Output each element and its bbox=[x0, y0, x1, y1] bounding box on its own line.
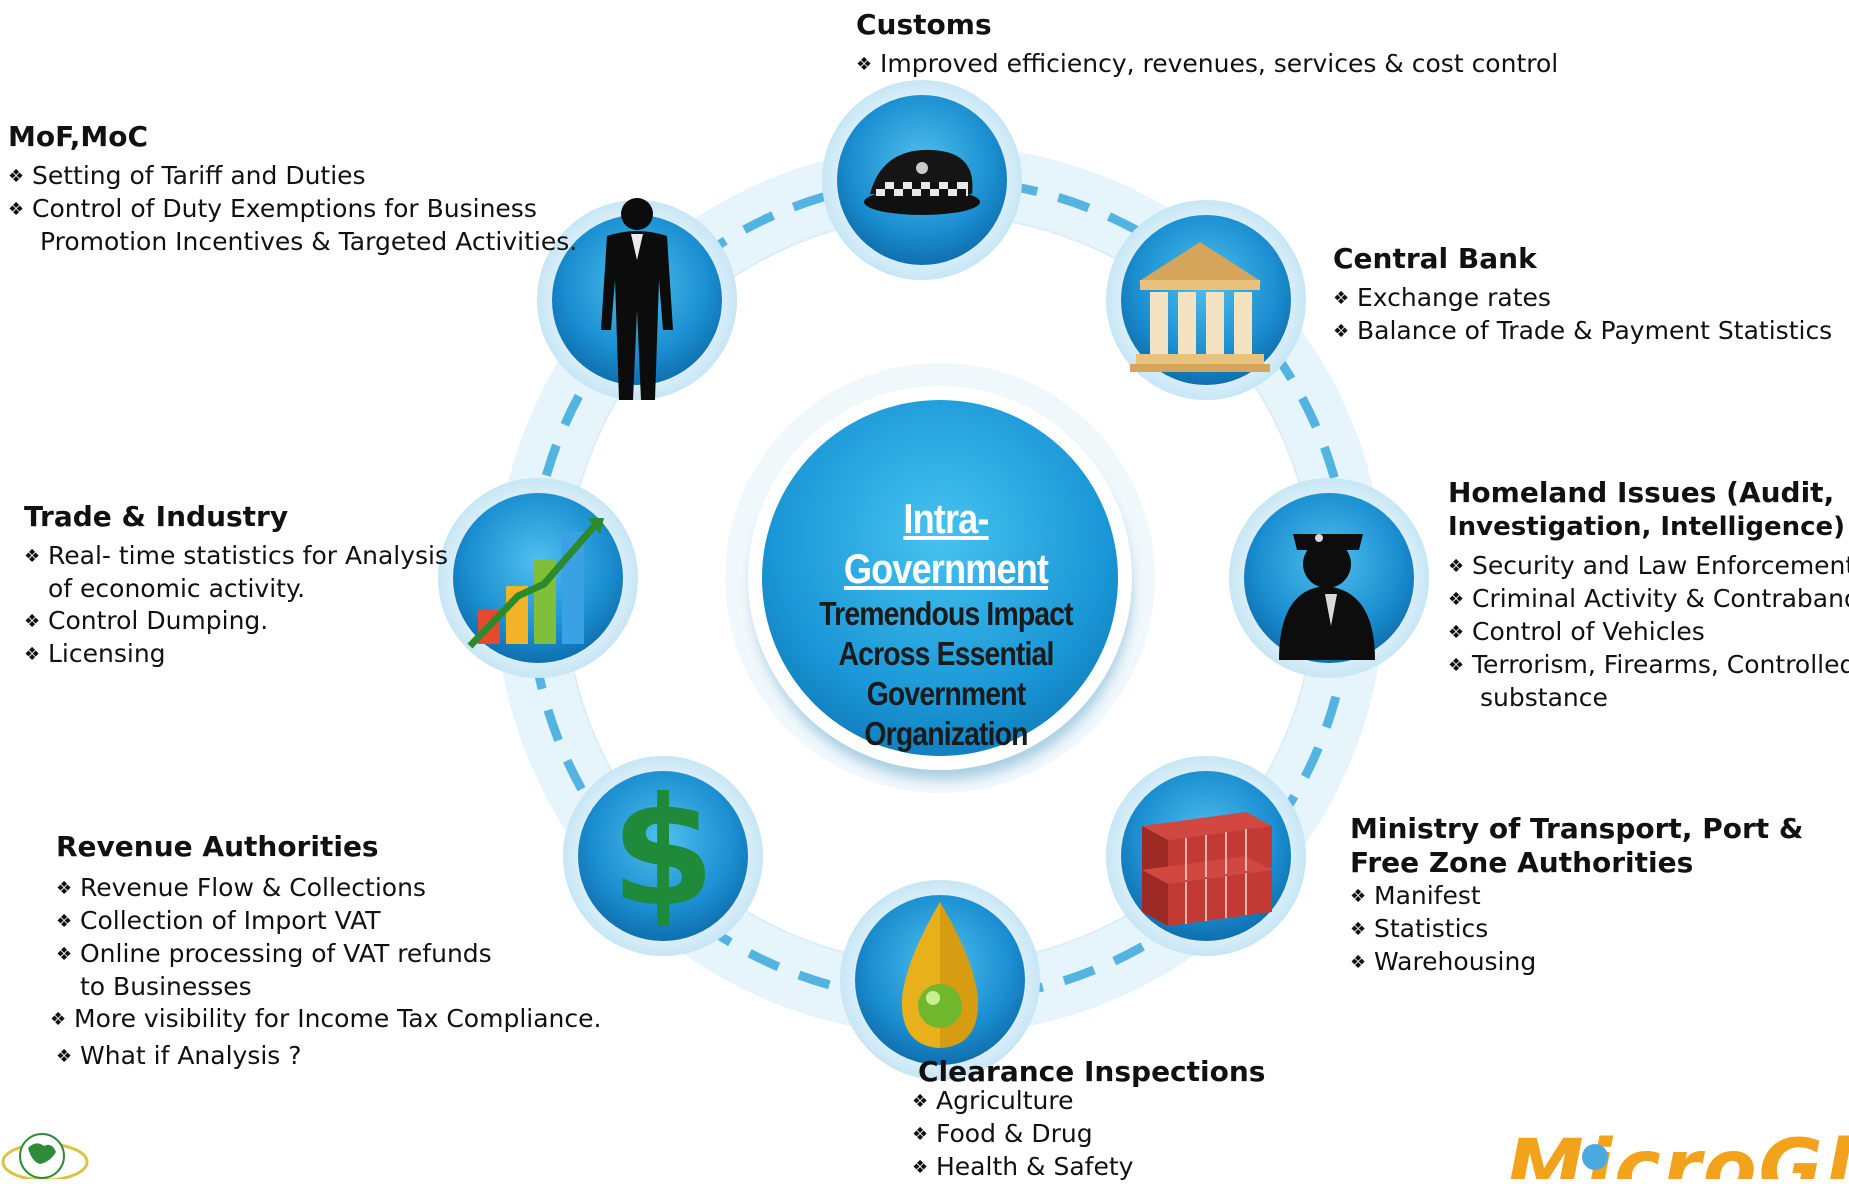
bullet-icon: ❖ bbox=[1448, 556, 1465, 577]
bullet-icon: ❖ bbox=[56, 1046, 73, 1067]
homeland-heading: Homeland Issues (Audit,Investigation, In… bbox=[1448, 476, 1846, 542]
list-item: ❖Balance of Trade & Payment Statistics bbox=[1333, 315, 1832, 348]
bullet-icon: ❖ bbox=[856, 54, 873, 75]
center-title: Intra-Government bbox=[843, 495, 1049, 592]
node-revenue bbox=[563, 756, 763, 956]
center-line-3: Government bbox=[866, 675, 1026, 712]
list-item: ❖Setting of Tariff and Duties bbox=[8, 160, 577, 193]
globe-logo-icon bbox=[1, 1133, 89, 1179]
bullet-icon: ❖ bbox=[24, 546, 41, 567]
bullet-icon: ❖ bbox=[56, 944, 73, 965]
list-item: ❖Criminal Activity & Contraband bbox=[1448, 583, 1849, 616]
revenue-block: Revenue Authorities ❖Revenue Flow & Coll… bbox=[50, 830, 601, 1073]
bullet-icon: ❖ bbox=[24, 644, 41, 665]
list-item: ❖Security and Law Enforcement bbox=[1448, 550, 1849, 583]
bullet-icon: ❖ bbox=[8, 166, 25, 187]
bullet-icon: ❖ bbox=[1448, 655, 1465, 676]
center-label: Intra-Government Tremendous Impact Acros… bbox=[778, 494, 1114, 754]
center-line-2: Across Essential bbox=[838, 635, 1055, 672]
center-circle bbox=[762, 400, 1118, 756]
list-item: ❖What if Analysis ? bbox=[56, 1040, 601, 1073]
homeland-block: Homeland Issues (Audit,Investigation, In… bbox=[1448, 476, 1849, 714]
list-item: ❖Health & Safety bbox=[912, 1151, 1265, 1184]
bullet-icon: ❖ bbox=[912, 1157, 929, 1178]
list-item: ❖Control of Vehicles bbox=[1448, 616, 1849, 649]
svg-text:MicroGlo: MicroGlo bbox=[1506, 1135, 1849, 1179]
businessman-icon bbox=[601, 198, 673, 400]
bullet-icon: ❖ bbox=[1333, 321, 1350, 342]
bullet-icon: ❖ bbox=[1350, 919, 1367, 940]
list-item: ❖Statistics bbox=[1350, 913, 1803, 946]
list-item: ❖Warehousing bbox=[1350, 946, 1803, 979]
bullet-icon: ❖ bbox=[24, 611, 41, 632]
list-item: ❖Food & Drug bbox=[912, 1118, 1265, 1151]
bank-building-icon bbox=[1130, 242, 1270, 372]
mof-heading: MoF,MoC bbox=[8, 120, 149, 153]
svg-text:$: $ bbox=[611, 766, 715, 940]
transport-list: ❖Manifest ❖Statistics ❖Warehousing bbox=[1350, 880, 1803, 979]
trade-block: Trade & Industry ❖Real- time statistics … bbox=[24, 500, 448, 671]
list-item: ❖Collection of Import VAT bbox=[56, 905, 601, 938]
brand-logo-icon: MicroGlo bbox=[1506, 1135, 1849, 1179]
bullet-icon: ❖ bbox=[1333, 288, 1350, 309]
bullet-icon: ❖ bbox=[1448, 589, 1465, 610]
clearance-block: Clearance Inspections ❖Agriculture ❖Food… bbox=[912, 1055, 1265, 1184]
list-item: ❖More visibility for Income Tax Complian… bbox=[50, 1003, 601, 1036]
mof-block: MoF,MoC ❖Setting of Tariff and Duties ❖C… bbox=[8, 120, 577, 258]
trade-heading: Trade & Industry bbox=[24, 500, 289, 533]
clearance-list: ❖Agriculture ❖Food & Drug ❖Health & Safe… bbox=[912, 1085, 1265, 1184]
revenue-heading: Revenue Authorities bbox=[56, 830, 379, 863]
bullet-icon: ❖ bbox=[50, 1009, 67, 1030]
central-bank-list: ❖Exchange rates ❖Balance of Trade & Paym… bbox=[1333, 282, 1832, 348]
bullet-icon: ❖ bbox=[8, 199, 25, 220]
bullet-icon: ❖ bbox=[1350, 952, 1367, 973]
bullet-icon: ❖ bbox=[912, 1124, 929, 1145]
list-item: ❖Control of Duty Exemptions for Business… bbox=[8, 194, 578, 256]
bar-chart-icon bbox=[467, 518, 604, 649]
bullet-icon: ❖ bbox=[56, 911, 73, 932]
list-item: ❖Exchange rates bbox=[1333, 282, 1832, 315]
customs-heading: Customs bbox=[856, 8, 992, 41]
oil-drop-icon bbox=[901, 902, 979, 1048]
list-item: ❖Agriculture bbox=[912, 1085, 1265, 1118]
list-item: ❖Licensing bbox=[24, 638, 448, 671]
customs-block: Customs ❖Improved efficiency, revenues, … bbox=[856, 8, 1558, 81]
security-officer-icon bbox=[1279, 534, 1375, 660]
bullet-icon: ❖ bbox=[1350, 886, 1367, 907]
shipping-containers-icon bbox=[1142, 812, 1272, 926]
transport-heading: Ministry of Transport, Port &Free Zone A… bbox=[1350, 812, 1804, 879]
customs-list: ❖Improved efficiency, revenues, services… bbox=[856, 48, 1558, 81]
list-item: ❖Control Dumping. bbox=[24, 605, 448, 638]
police-cap-icon bbox=[864, 149, 980, 215]
bullet-icon: ❖ bbox=[56, 878, 73, 899]
bullet-icon: ❖ bbox=[1448, 622, 1465, 643]
list-item: ❖Improved efficiency, revenues, services… bbox=[856, 48, 1558, 81]
central-bank-heading: Central Bank bbox=[1333, 242, 1537, 275]
clearance-heading: Clearance Inspections bbox=[918, 1055, 1266, 1088]
list-item: ❖Revenue Flow & Collections bbox=[56, 872, 601, 905]
mof-list: ❖Setting of Tariff and Duties ❖Control o… bbox=[8, 160, 577, 258]
homeland-list: ❖Security and Law Enforcement ❖Criminal … bbox=[1448, 550, 1849, 714]
bullet-icon: ❖ bbox=[912, 1091, 929, 1112]
center-line-4: Organization bbox=[864, 715, 1028, 752]
dollar-sign-icon: $ bbox=[611, 766, 715, 940]
central-bank-block: Central Bank ❖Exchange rates ❖Balance of… bbox=[1333, 242, 1832, 348]
list-item: ❖Manifest bbox=[1350, 880, 1803, 913]
transport-block: Ministry of Transport, Port &Free Zone A… bbox=[1350, 812, 1803, 979]
revenue-list: ❖Revenue Flow & Collections ❖Collection … bbox=[50, 872, 601, 1073]
center-line-1: Tremendous Impact bbox=[819, 595, 1073, 632]
